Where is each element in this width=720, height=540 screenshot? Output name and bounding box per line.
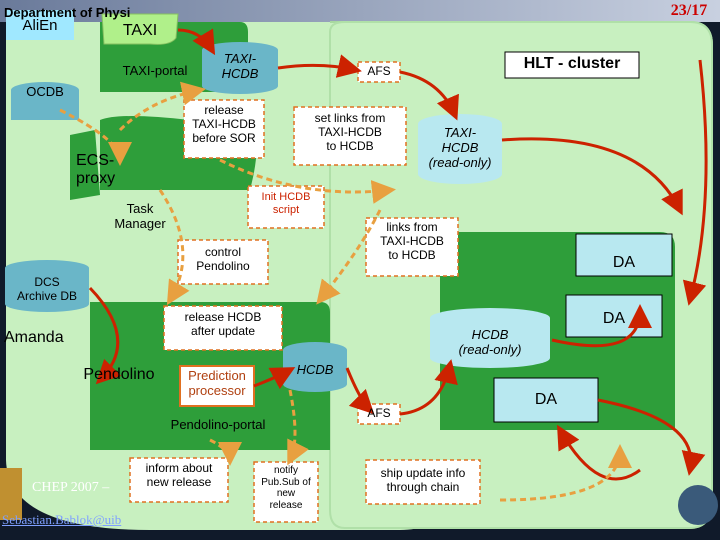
ocdb-db bbox=[11, 82, 79, 120]
alien-tab-shape bbox=[6, 10, 74, 40]
note-links-from-text: links from TAXI-HCDB to HCDB bbox=[380, 220, 444, 262]
amanda-label: Amanda bbox=[4, 329, 64, 346]
arrow-ecs-to-pendolino bbox=[158, 189, 190, 306]
note-set-links-text: set links from TAXI-HCDB to HCDB bbox=[314, 111, 386, 153]
arrow-init-script bbox=[219, 158, 396, 204]
note-release-hcdb-after-text: release HCDB after update bbox=[184, 310, 262, 338]
arrow-taxi-to-hcdb bbox=[177, 28, 216, 56]
side-logo bbox=[0, 468, 22, 520]
ecs-proxy-label: ECS- proxy bbox=[76, 152, 116, 188]
taxi-hcdb-readonly-label: TAXI- HCDB (read-only) bbox=[428, 125, 492, 170]
arrow-hcdb-to-afs bbox=[277, 54, 362, 78]
note-ship-update bbox=[365, 459, 481, 505]
task-manager-label: Task Manager bbox=[114, 201, 166, 231]
note-release-hcdb-after bbox=[163, 305, 283, 351]
note-inform-about-text: inform about new release bbox=[145, 461, 213, 489]
afs-bottom-label: AFS bbox=[367, 406, 391, 420]
conference-footer: CHEP 2007 – bbox=[32, 480, 110, 495]
ecs-ext bbox=[70, 130, 100, 200]
dcs-archive-db bbox=[5, 260, 89, 312]
note-notify-pubsub bbox=[253, 461, 319, 523]
hcdb-label: HCDB bbox=[296, 362, 334, 377]
university-seal bbox=[678, 485, 718, 525]
header-strip bbox=[0, 0, 720, 22]
pendolino-label: Pendolino bbox=[83, 366, 155, 383]
note-set-links bbox=[293, 106, 407, 166]
arrow-afs-to-taxi-readonly bbox=[399, 70, 459, 121]
hcdb-readonly-db bbox=[430, 308, 550, 368]
arrow-dcs-to-pendolino bbox=[88, 286, 122, 385]
author-email: Sebastian.Bablok@uib bbox=[2, 512, 122, 527]
note-control-pendolino-text: control Pendolino bbox=[196, 245, 250, 273]
arrow-bottom-loop bbox=[557, 424, 641, 481]
arrow-notify bbox=[287, 389, 309, 466]
note-init-hcdb bbox=[247, 185, 325, 229]
da-box-3 bbox=[493, 377, 599, 423]
da-label-2: DA bbox=[602, 310, 626, 327]
alien-label: AliEn bbox=[22, 17, 58, 34]
arrow-hcdb-to-afs-bottom bbox=[345, 367, 375, 415]
arrow-pred-to-hcdb bbox=[253, 367, 296, 390]
arrow-links-to-hcdb bbox=[316, 209, 382, 305]
taxi-tab-shape bbox=[101, 13, 179, 45]
hcdb-readonly-label: HCDB (read-only) bbox=[458, 327, 522, 357]
note-release-taxi-hcdb-text: release TAXI-HCDB before SOR bbox=[192, 103, 256, 145]
hcdb-db bbox=[283, 342, 347, 392]
taxi-tab-label: TAXI bbox=[122, 22, 158, 39]
prediction-processor-label: Prediction processor bbox=[188, 368, 246, 398]
arrow-ocdb-to-ecs bbox=[59, 108, 132, 166]
arrow-da3-right bbox=[597, 398, 706, 476]
da-label-1: DA bbox=[612, 254, 636, 271]
arrow-hlt-right bbox=[682, 59, 708, 306]
department-header: Department of Physi bbox=[4, 5, 131, 20]
hlt-cluster-label: HLT - cluster bbox=[523, 55, 621, 72]
note-notify-pubsub-text: notify Pub.Sub of new release bbox=[261, 465, 311, 511]
afs-top-label: AFS bbox=[367, 64, 391, 78]
pendolino-portal-label: Pendolino-portal bbox=[170, 417, 266, 432]
arrow-afs-to-hcdb-readonly bbox=[399, 359, 458, 416]
note-links-from bbox=[365, 217, 459, 277]
taxi-portal-label: TAXI-portal bbox=[122, 63, 188, 78]
note-control-pendolino bbox=[177, 239, 269, 285]
da-box-1 bbox=[575, 233, 673, 277]
arrow-inform bbox=[209, 438, 242, 466]
taxi-hcdb-readonly-db bbox=[418, 114, 502, 184]
note-inform-about bbox=[129, 457, 229, 503]
note-ship-update-text: ship update info through chain bbox=[380, 466, 466, 494]
arrow-ship-update bbox=[499, 444, 632, 502]
hlt-cluster-label-box bbox=[504, 51, 640, 79]
page-number: 23/17 bbox=[670, 2, 708, 19]
taxi-hcdb-label: TAXI- HCDB bbox=[221, 51, 259, 81]
prediction-processor-box bbox=[179, 365, 255, 407]
taxi-hcdb-db bbox=[202, 42, 278, 94]
dcs-archive-label: DCS Archive DB bbox=[16, 275, 78, 303]
note-release-taxi-hcdb bbox=[183, 99, 265, 159]
arrow-readonly-to-da2 bbox=[551, 304, 652, 348]
ocdb-label: OCDB bbox=[26, 84, 64, 99]
da-label-3: DA bbox=[534, 391, 558, 408]
note-init-hcdb-text: Init HCDB script bbox=[261, 191, 311, 216]
arrow-ecs-to-taxi bbox=[118, 81, 206, 132]
arrow-readonly-to-da bbox=[501, 137, 683, 216]
